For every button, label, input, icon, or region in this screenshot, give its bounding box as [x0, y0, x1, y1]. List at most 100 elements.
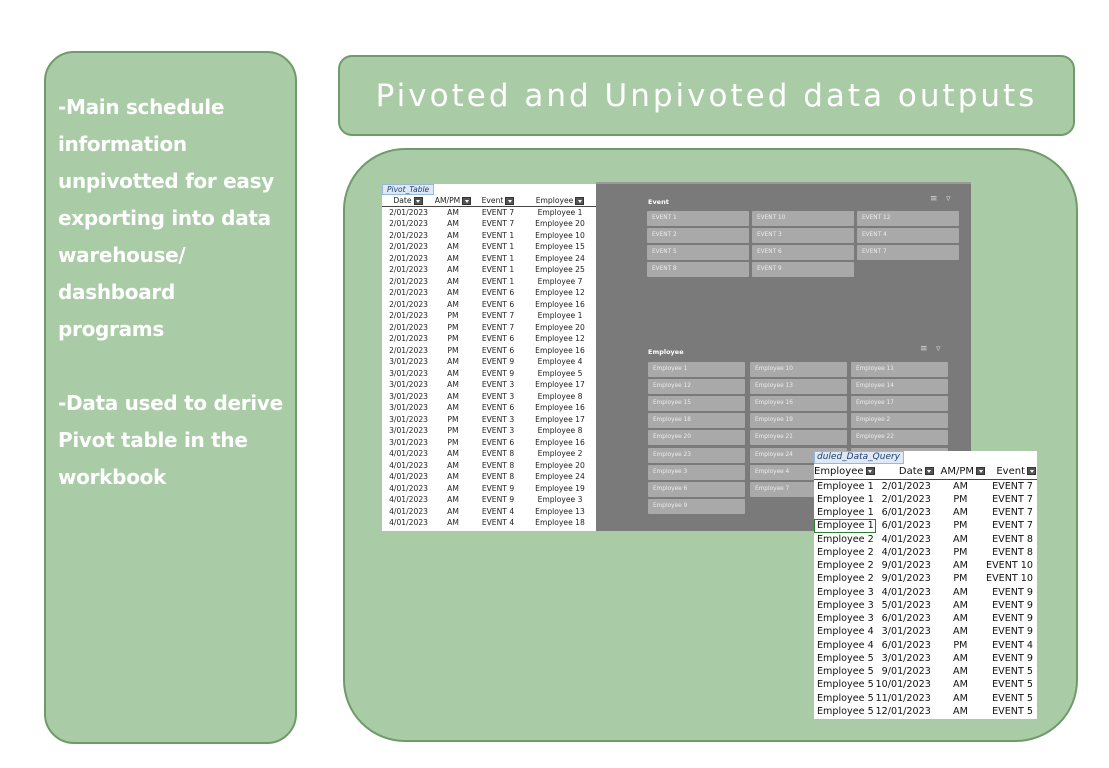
pivot-cell[interactable]: EVENT 3	[481, 414, 515, 424]
pivot-cell[interactable]: EVENT 6	[481, 334, 515, 343]
employee-slicer-clear-filter-icon[interactable]: ▿	[936, 344, 941, 354]
pivot-cell[interactable]: EVENT 7	[481, 207, 515, 217]
pivot-cell[interactable]: AM	[447, 518, 459, 527]
query-cell[interactable]: 12/01/2023	[875, 705, 931, 717]
filter-dropdown-icon[interactable]	[924, 467, 934, 476]
pivot-cell[interactable]: 3/01/2023	[389, 357, 428, 366]
query-cell[interactable]: AM	[953, 480, 968, 492]
pivot-cell[interactable]: Employee 20	[535, 219, 585, 228]
pivot-cell[interactable]: PM	[447, 426, 459, 435]
query-cell[interactable]: Employee 5	[817, 705, 874, 717]
event-slicer-item[interactable]: EVENT 12	[857, 211, 959, 226]
pivot-cell[interactable]: 2/01/2023	[389, 230, 428, 240]
pivot-cell[interactable]: AM	[447, 207, 459, 217]
employee-slicer-item[interactable]: Employee 10	[750, 362, 847, 377]
event-slicer-item[interactable]: EVENT 7	[857, 245, 959, 260]
query-cell[interactable]: AM	[953, 586, 968, 598]
pivot-cell[interactable]: EVENT 8	[481, 472, 515, 481]
employee-slicer-item[interactable]: Employee 12	[648, 379, 745, 395]
employee-slicer-item[interactable]: Employee 6	[648, 481, 745, 497]
pivot-cell[interactable]: 2/01/2023	[389, 242, 428, 251]
pivot-cell[interactable]: EVENT 4	[481, 506, 515, 516]
query-cell[interactable]: EVENT 10	[986, 560, 1033, 571]
query-cell[interactable]: 2/01/2023	[881, 493, 931, 505]
filter-dropdown-icon[interactable]	[865, 467, 875, 476]
query-cell[interactable]: EVENT 5	[992, 692, 1033, 704]
query-cell[interactable]: AM	[953, 626, 968, 638]
pivot-cell[interactable]: EVENT 9	[481, 368, 515, 378]
pivot-cell[interactable]: AM	[447, 483, 459, 493]
employee-slicer-item[interactable]: Employee 22	[851, 430, 948, 446]
pivot-cell[interactable]: 4/01/2023	[389, 495, 428, 504]
pivot-cell[interactable]: 2/01/2023	[389, 207, 428, 217]
query-cell[interactable]: EVENT 7	[992, 480, 1033, 492]
pivot-cell[interactable]: Employee 8	[537, 426, 583, 435]
query-cell[interactable]: Employee 4	[817, 639, 874, 651]
query-cell[interactable]: EVENT 9	[992, 652, 1033, 664]
pivot-cell[interactable]: 2/01/2023	[389, 299, 428, 309]
query-cell[interactable]: EVENT 9	[992, 599, 1033, 611]
employee-slicer-item[interactable]: Employee 1	[648, 362, 745, 377]
pivot-cell[interactable]: EVENT 3	[481, 391, 515, 401]
pivot-cell[interactable]: EVENT 6	[481, 299, 515, 309]
pivot-cell[interactable]: AM	[447, 288, 459, 297]
query-header-ampm[interactable]: AM/PM	[934, 465, 987, 480]
pivot-cell[interactable]: Employee 20	[535, 460, 585, 470]
filter-dropdown-icon[interactable]	[976, 467, 986, 476]
pivot-cell[interactable]: Employee 24	[535, 472, 585, 481]
pivot-cell[interactable]: AM	[447, 265, 459, 274]
event-slicer-item[interactable]: EVENT 1	[647, 211, 749, 226]
query-cell[interactable]: EVENT 7	[992, 520, 1033, 532]
query-cell[interactable]: AM	[953, 533, 968, 545]
query-cell[interactable]: EVENT 9	[992, 626, 1033, 638]
pivot-header-ampm[interactable]: AM/PM	[434, 195, 472, 207]
query-cell[interactable]: Employee 1	[817, 507, 874, 518]
pivot-cell[interactable]: Employee 25	[535, 265, 585, 274]
query-cell[interactable]: 6/01/2023	[881, 639, 931, 651]
pivot-cell[interactable]: EVENT 7	[481, 322, 515, 332]
pivot-cell[interactable]: EVENT 7	[481, 219, 515, 228]
employee-slicer-item[interactable]: Employee 23	[648, 447, 745, 463]
query-table-name-tab[interactable]: duled_Data_Query	[814, 451, 905, 464]
employee-slicer-item[interactable]: Employee 17	[851, 396, 948, 412]
pivot-cell[interactable]: 3/01/2023	[389, 391, 428, 401]
pivot-cell[interactable]: AM	[447, 219, 459, 228]
pivot-cell[interactable]: Employee 17	[535, 380, 585, 389]
pivot-cell[interactable]: EVENT 3	[481, 380, 515, 389]
pivot-cell[interactable]: EVENT 1	[481, 253, 515, 263]
employee-slicer-item[interactable]: Employee 15	[648, 396, 745, 412]
pivot-cell[interactable]: AM	[447, 276, 459, 286]
pivot-cell[interactable]: Employee 16	[535, 345, 585, 355]
query-cell[interactable]: 2/01/2023	[881, 480, 931, 492]
query-cell[interactable]: 3/01/2023	[881, 626, 931, 638]
pivot-cell[interactable]: 3/01/2023	[389, 437, 428, 447]
query-cell[interactable]: 4/01/2023	[881, 546, 931, 558]
pivot-cell[interactable]: 2/01/2023	[389, 219, 428, 228]
pivot-cell[interactable]: EVENT 6	[481, 403, 515, 412]
query-cell[interactable]: AM	[953, 613, 968, 624]
query-cell[interactable]: 6/01/2023	[881, 520, 931, 532]
filter-dropdown-icon[interactable]	[413, 196, 423, 205]
query-cell[interactable]: Employee 5	[817, 679, 874, 691]
query-cell[interactable]: Employee 2	[817, 546, 874, 558]
event-slicer-item[interactable]: EVENT 8	[647, 262, 749, 277]
pivot-cell[interactable]: AM	[447, 495, 459, 504]
pivot-cell[interactable]: PM	[447, 322, 459, 332]
employee-slicer-multiselect-icon[interactable]: ≡	[920, 344, 928, 354]
query-cell[interactable]: Employee 5	[817, 692, 874, 704]
pivot-cell[interactable]: EVENT 1	[481, 276, 515, 286]
pivot-cell[interactable]: EVENT 1	[481, 242, 515, 251]
query-cell[interactable]: EVENT 8	[992, 546, 1033, 558]
employee-slicer-item[interactable]: Employee 9	[648, 498, 745, 514]
pivot-cell[interactable]: PM	[447, 437, 459, 447]
query-cell[interactable]: AM	[953, 679, 968, 691]
pivot-cell[interactable]: Employee 8	[537, 391, 583, 401]
pivot-cell[interactable]: Employee 13	[535, 506, 585, 516]
query-cell[interactable]: Employee 2	[817, 573, 874, 585]
pivot-cell[interactable]: EVENT 3	[481, 426, 515, 435]
pivot-cell[interactable]: AM	[447, 368, 459, 378]
query-cell[interactable]: Employee 3	[817, 599, 874, 611]
query-cell[interactable]: 3/01/2023	[881, 652, 931, 664]
pivot-cell[interactable]: 2/01/2023	[389, 311, 428, 320]
pivot-cell[interactable]: 3/01/2023	[389, 426, 428, 435]
